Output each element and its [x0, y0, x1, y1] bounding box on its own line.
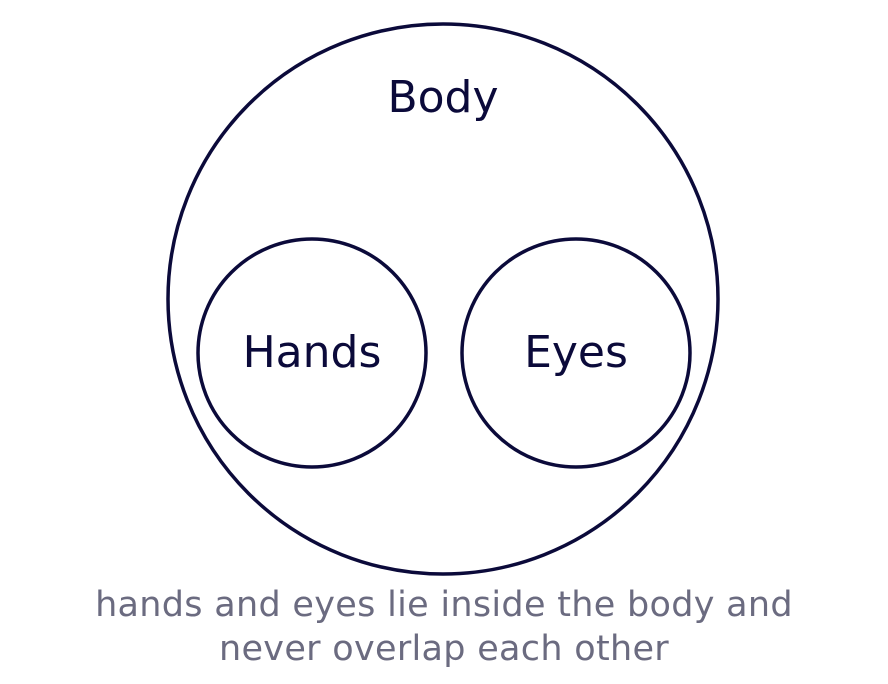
hands-set-label: Hands	[243, 327, 382, 378]
body-set-circle	[166, 22, 720, 576]
hands-set-circle	[196, 237, 428, 469]
caption-line-1: hands and eyes lie inside the body and	[95, 585, 793, 625]
body-set-label: Body	[387, 72, 498, 123]
eyes-set-label: Eyes	[524, 327, 628, 378]
eyes-set-circle	[460, 237, 692, 469]
caption-line-2: never overlap each other	[219, 629, 669, 669]
